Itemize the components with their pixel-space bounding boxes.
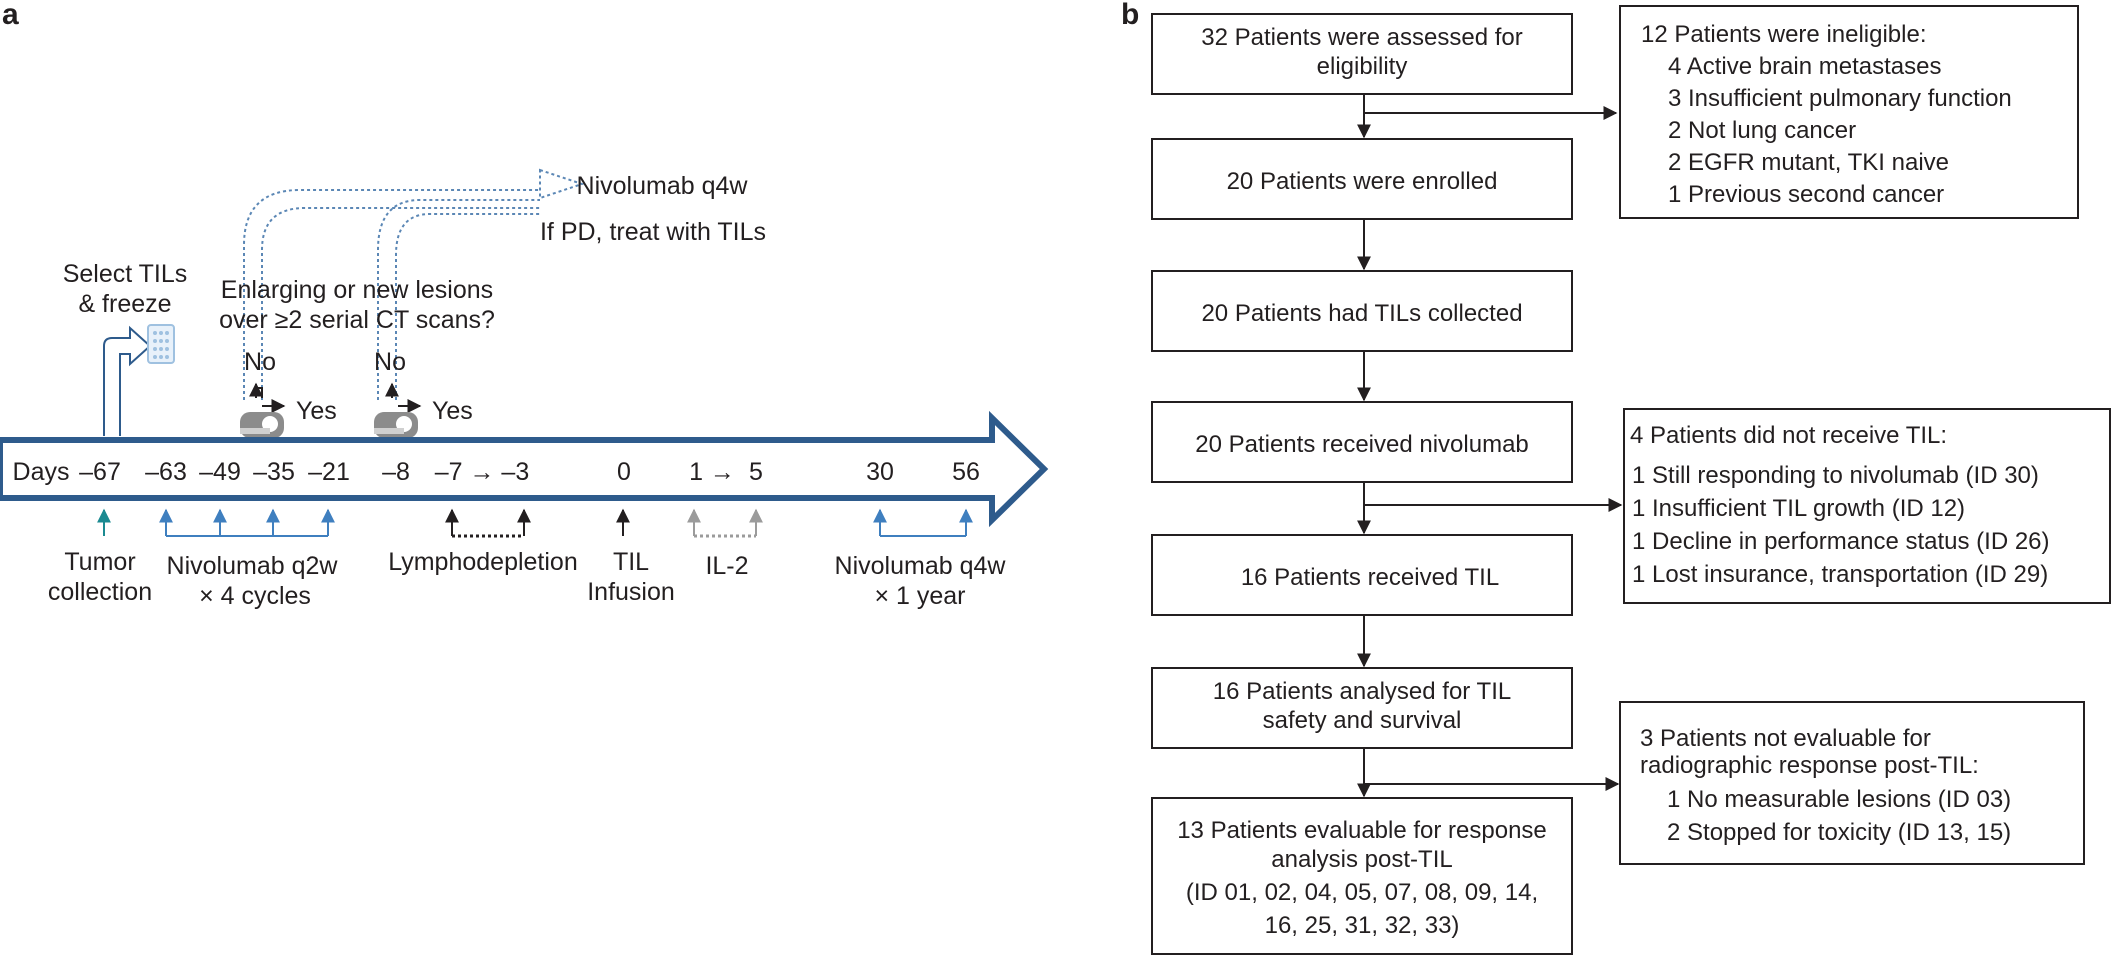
- timeline-day-label: 5: [749, 458, 763, 486]
- flow-box-received-til-text: 16 Patients received TIL: [1241, 564, 1499, 591]
- ct-scan-icon: [240, 412, 284, 438]
- side-box-no-til: [1623, 408, 2111, 604]
- side-box-ineligible-item: 1 Previous second cancer: [1668, 181, 1944, 208]
- flow-box-analysed-line1: 16 Patients analysed for TIL: [1213, 678, 1511, 705]
- yes-label-first: Yes: [296, 397, 337, 425]
- flow-box-tils-collected-text: 20 Patients had TILs collected: [1201, 300, 1522, 327]
- flow-box-received-til: [1151, 534, 1573, 616]
- timeline-day-label: –8: [382, 458, 410, 486]
- flow-box-assessed-line2: eligibility: [1317, 53, 1408, 80]
- ct-scan-icon: [374, 412, 418, 438]
- side-box-no-til-title: 4 Patients did not receive TIL:: [1630, 422, 1947, 449]
- timeline-arrow: [0, 410, 1049, 528]
- side-box-ineligible-item: 2 EGFR mutant, TKI naive: [1668, 149, 1949, 176]
- flow-box-evaluable-line2: analysis post-TIL: [1271, 846, 1452, 873]
- frozen-vial-icon: [147, 324, 175, 364]
- side-box-no-til-item: 1 Insufficient TIL growth (ID 12): [1632, 495, 1965, 522]
- tumor-label-line2: collection: [48, 578, 152, 606]
- til-label-line1: TIL: [613, 548, 649, 576]
- side-box-ineligible-item: 4 Active brain metastases: [1668, 53, 1941, 80]
- timeline-day-label: Days: [13, 458, 70, 486]
- flow-box-enrolled-text: 20 Patients were enrolled: [1227, 168, 1498, 195]
- flow-box-evaluable-line1: 13 Patients evaluable for response: [1177, 817, 1547, 844]
- flow-box-received-nivolumab-text: 20 Patients received nivolumab: [1195, 431, 1529, 458]
- nivolumab-q2w-line2: × 4 cycles: [199, 582, 311, 610]
- panel-a-letter: a: [2, 0, 19, 31]
- decision-arrows-first: [249, 382, 286, 413]
- flow-box-enrolled: [1151, 138, 1573, 220]
- timeline-day-label: 30: [866, 458, 894, 486]
- panel-a: a Select TILs & freeze Enlarging or new …: [0, 0, 1049, 610]
- timeline-day-label: –63: [145, 458, 187, 486]
- nivolumab-q4w-top: Nivolumab q4w: [577, 172, 749, 200]
- timeline-day-label: 0: [617, 458, 631, 486]
- flow-box-analysed: [1151, 667, 1573, 749]
- til-label-line2: Infusion: [587, 578, 675, 606]
- tumor-label-line1: Tumor: [64, 548, 135, 576]
- flow-box-assessed: [1151, 13, 1573, 95]
- flow-box-received-nivolumab: [1151, 401, 1573, 483]
- flow-arrows: [1357, 94, 1623, 798]
- side-box-not-evaluable-item: 2 Stopped for toxicity (ID 13, 15): [1667, 819, 2011, 846]
- side-box-ineligible-item: 3 Insufficient pulmonary function: [1668, 85, 2012, 112]
- side-box-ineligible-item: 2 Not lung cancer: [1668, 117, 1856, 144]
- nivolumab-q4w-arrows: [873, 508, 973, 537]
- dotted-branch-first-inner: [261, 207, 540, 400]
- side-box-ineligible: [1619, 5, 2079, 219]
- panel-b: b 32 Patients were assessed for eligibil…: [1121, 0, 2111, 955]
- side-box-not-evaluable-title2: radiographic response post-TIL:: [1640, 752, 1979, 779]
- panel-b-letter: b: [1121, 0, 1139, 31]
- flow-box-evaluable-line4: 16, 25, 31, 32, 33): [1265, 912, 1460, 939]
- dotted-branch-arrowhead: [539, 168, 586, 200]
- flow-box-assessed-line1: 32 Patients were assessed for: [1201, 24, 1523, 51]
- yes-label-second: Yes: [432, 397, 473, 425]
- dotted-branch-arrows: [243, 168, 586, 400]
- nivolumab-q2w-arrows: [159, 508, 335, 537]
- dotted-branch-second-outer: [377, 199, 540, 400]
- side-box-not-evaluable-item: 1 No measurable lesions (ID 03): [1667, 786, 2011, 813]
- no-label-first: No: [244, 348, 276, 376]
- nivolumab-q4w-line2: × 1 year: [874, 582, 965, 610]
- no-label-second: No: [374, 348, 406, 376]
- question-line1: Enlarging or new lesions: [221, 276, 493, 304]
- timeline-day-label: –35: [253, 458, 295, 486]
- decision-arrows-second: [385, 382, 422, 413]
- flow-box-analysed-line2: safety and survival: [1263, 707, 1462, 734]
- side-box-no-til-item: 1 Still responding to nivolumab (ID 30): [1632, 462, 2039, 489]
- timeline-day-label: –49: [199, 458, 241, 486]
- if-pd-text: If PD, treat with TILs: [540, 218, 766, 246]
- select-tils-line2: & freeze: [78, 290, 171, 318]
- lymphodepletion-label: Lymphodepletion: [388, 548, 578, 576]
- dotted-branch-second-inner: [395, 213, 540, 400]
- side-box-no-til-item: 1 Lost insurance, transportation (ID 29): [1632, 561, 2048, 588]
- dotted-branch-first-outer: [243, 189, 540, 400]
- timeline-day-label: –7 → –3: [435, 458, 530, 486]
- lymphodepletion-arrows: [445, 508, 531, 538]
- timeline-day-label: 56: [952, 458, 980, 486]
- side-box-not-evaluable: [1619, 701, 2085, 865]
- flow-box-evaluable: [1151, 797, 1573, 955]
- select-tils-line1: Select TILs: [63, 260, 188, 288]
- side-box-no-til-item: 1 Decline in performance status (ID 26): [1632, 528, 2050, 555]
- side-box-not-evaluable-title1: 3 Patients not evaluable for: [1640, 725, 1931, 752]
- il2-label: IL-2: [705, 552, 748, 580]
- select-tils-arrow: [103, 325, 152, 436]
- timeline-day-label: 1 →: [689, 458, 735, 486]
- nivolumab-q4w-line1: Nivolumab q4w: [835, 552, 1007, 580]
- flow-box-evaluable-line3: (ID 01, 02, 04, 05, 07, 08, 09, 14,: [1186, 879, 1538, 906]
- timeline-day-label: –21: [308, 458, 350, 486]
- side-box-ineligible-title: 12 Patients were ineligible:: [1641, 21, 1927, 48]
- timeline-day-label: –67: [79, 458, 121, 486]
- question-line2: over ≥2 serial CT scans?: [219, 306, 495, 334]
- il2-arrows: [687, 508, 763, 538]
- nivolumab-q2w-line1: Nivolumab q2w: [167, 552, 339, 580]
- flow-box-tils-collected: [1151, 270, 1573, 352]
